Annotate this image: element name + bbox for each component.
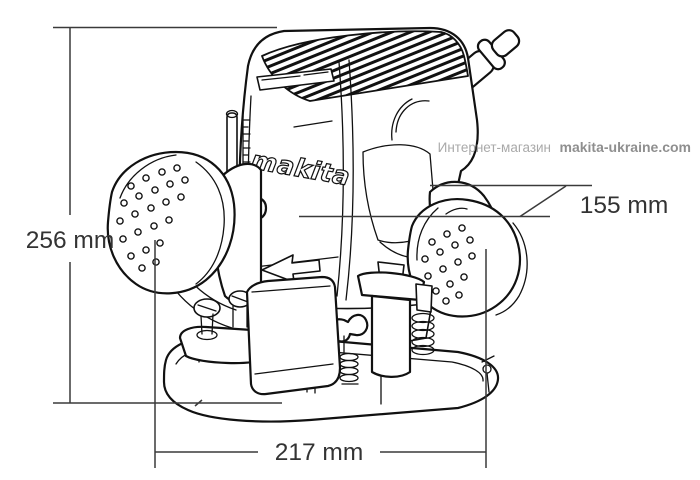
- guide-plate: [245, 275, 342, 396]
- left-knob-grip-dots: [116, 164, 189, 272]
- column-flange: [356, 271, 426, 302]
- left-knob-contour: [119, 154, 225, 285]
- dimension-annotations: 256 mm 155 mm 217 mm: [26, 26, 669, 468]
- watermark: Интернет-магазин makita-ukraine.com: [438, 139, 691, 155]
- guide-plate-lines: [251, 285, 334, 375]
- cord-tip: [490, 29, 521, 58]
- width-dimension-label: 217 mm: [275, 439, 364, 466]
- right-spring: [411, 283, 435, 356]
- vent-slot-inner: [261, 71, 329, 81]
- height-dimension: 256 mm: [26, 26, 282, 407]
- base-pin: [481, 355, 495, 393]
- plunge-column: [370, 294, 412, 378]
- spring-bracket: [415, 283, 433, 313]
- cord-flange: [391, 98, 430, 141]
- upper-contour: [293, 120, 333, 128]
- width-dimension: 217 mm: [154, 240, 487, 468]
- front-edge-contour: [336, 59, 354, 301]
- right-knob-flange: [495, 222, 528, 316]
- right-knob: [406, 198, 522, 318]
- router-drawing: makita: [106, 26, 528, 423]
- watermark-site: makita-ukraine.com: [560, 139, 692, 155]
- rod-cap: [225, 109, 239, 119]
- right-knob-contour: [416, 207, 468, 261]
- right-knob-grip-dots: [421, 224, 476, 305]
- right-handle: [406, 180, 528, 318]
- watermark-prefix: Интернет-магазин: [438, 140, 551, 155]
- plunge-base: [162, 261, 500, 423]
- depth-dimension-label: 155 mm: [580, 192, 669, 219]
- depth-leader-diagonal: [519, 185, 567, 218]
- depth-dimension: 155 mm: [299, 184, 669, 219]
- left-screws: [178, 290, 271, 365]
- height-ext-bottom: [53, 399, 282, 407]
- left-handle: [106, 150, 263, 329]
- height-dimension-label: 256 mm: [26, 227, 115, 254]
